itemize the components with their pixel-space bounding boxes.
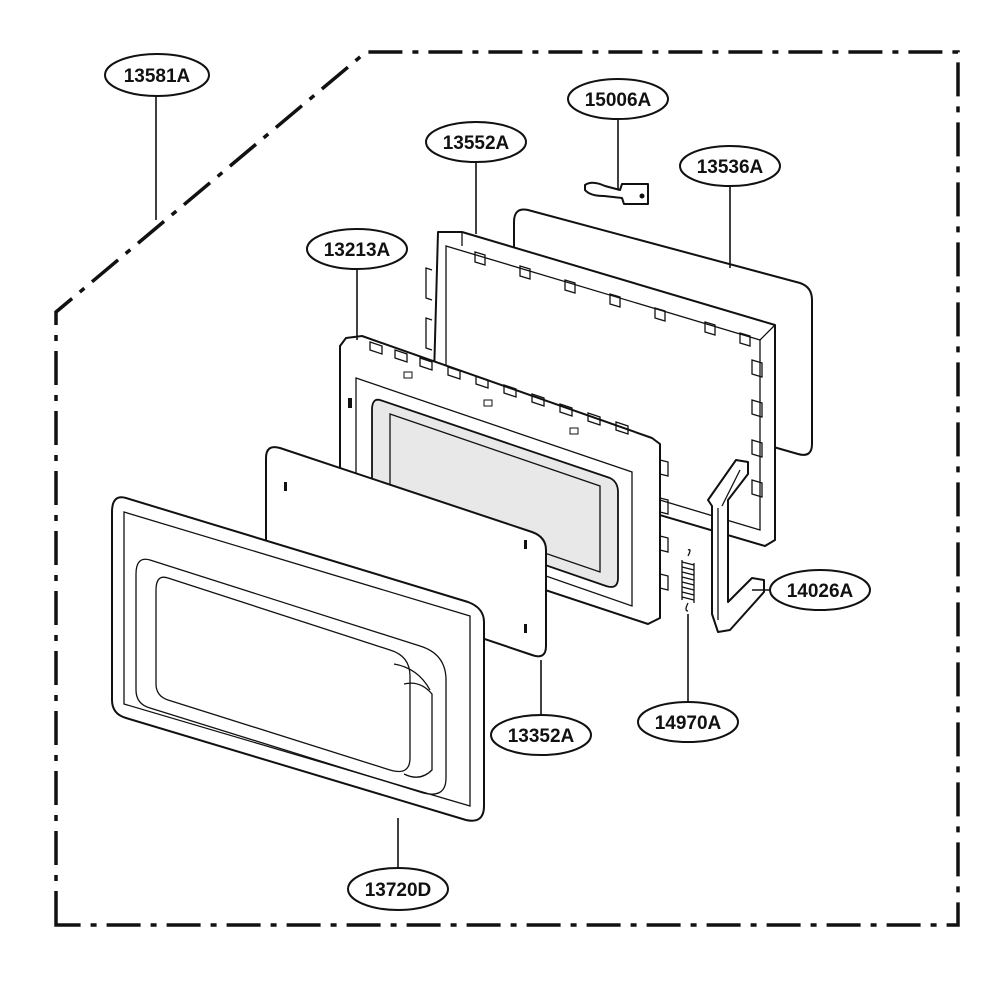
callout-13581A: 13581A xyxy=(104,53,210,97)
assembly-boundary xyxy=(54,50,960,927)
callout-label: 14970A xyxy=(655,713,722,734)
part-spring xyxy=(681,548,695,612)
callout-13552A: 13552A xyxy=(425,121,527,163)
callout-label: 15006A xyxy=(585,90,652,111)
callout-13536A: 13536A xyxy=(679,145,781,187)
callout-label: 14026A xyxy=(787,581,854,602)
callout-14026A: 14026A xyxy=(769,569,871,611)
callout-label: 13581A xyxy=(124,66,191,87)
part-latch-hook xyxy=(707,459,765,633)
part-door-frame xyxy=(339,335,669,625)
part-door-trim xyxy=(111,496,485,822)
callout-label: 13536A xyxy=(697,157,764,178)
callout-label: 13352A xyxy=(508,726,575,747)
callout-14970A: 14970A xyxy=(637,701,739,743)
callout-13720D: 13720D xyxy=(347,867,449,911)
callout-label: 13720D xyxy=(365,880,432,901)
callout-13352A: 13352A xyxy=(490,714,592,756)
leader-lines xyxy=(155,95,772,868)
part-glass-panel xyxy=(265,446,547,658)
callout-label: 13552A xyxy=(443,133,510,154)
part-small-bracket xyxy=(584,181,649,205)
callout-15006A: 15006A xyxy=(567,78,669,120)
callout-13213A: 13213A xyxy=(306,228,408,270)
callout-label: 13213A xyxy=(324,240,391,261)
